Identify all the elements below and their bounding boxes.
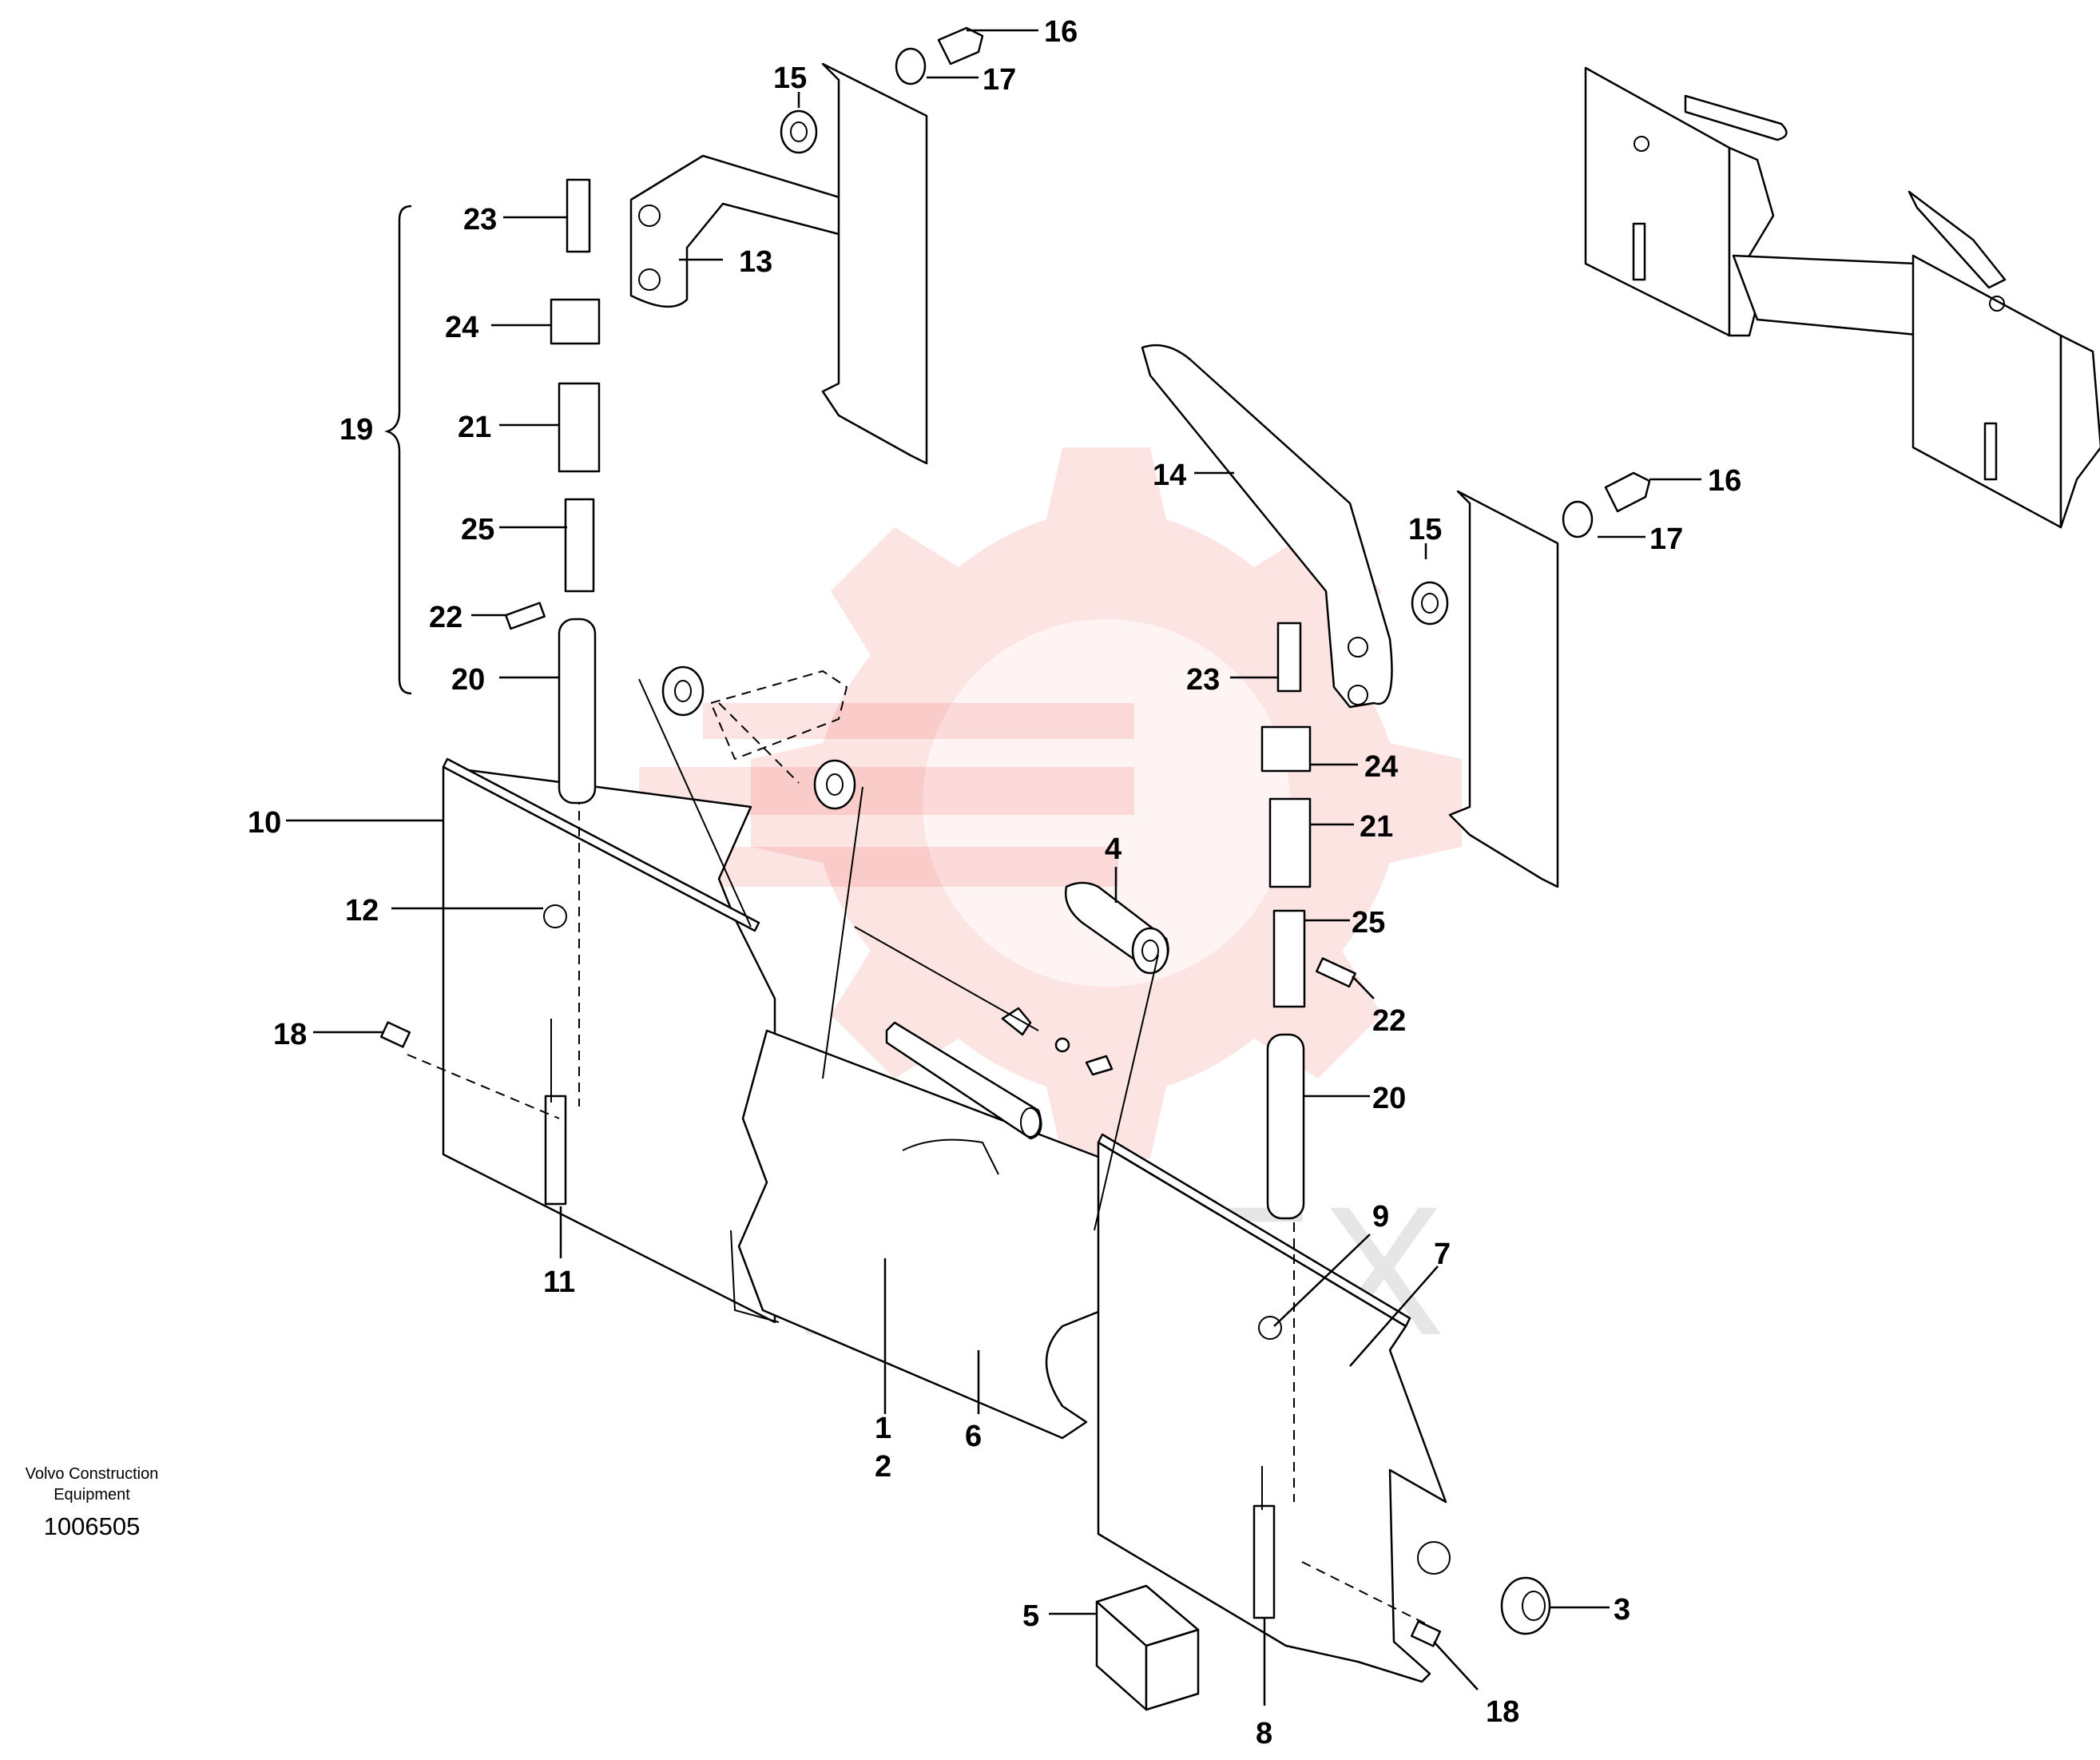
bolt-16-upper [895,26,984,85]
left-side-plate [442,757,776,1324]
callout-22b: 22 [1372,1004,1406,1038]
callout-20: 20 [451,663,485,697]
callout-12: 12 [345,894,379,928]
callout-14: 14 [1153,459,1186,492]
callout-13: 13 [739,245,772,279]
callout-11: 11 [543,1265,575,1299]
callout-23: 23 [463,203,497,236]
grease-nipple-left [379,1021,411,1048]
cross-beam [730,1029,1104,1440]
callout-15b: 15 [1408,513,1442,546]
bolt-16-right [1562,471,1651,538]
callout-23b: 23 [1186,663,1220,697]
fastener-stack-right [1260,622,1356,1220]
callout-24b: 24 [1364,750,1398,784]
callout-18b: 18 [1486,1695,1519,1729]
block-5 [1095,1584,1200,1711]
callout-22: 22 [429,601,462,634]
callout-labels: 1 2 3 4 5 6 7 8 9 10 11 12 13 14 15 16 1… [248,15,1741,1750]
callout-21b: 21 [1360,810,1393,844]
brand-line-2: Equipment [54,1486,130,1504]
brand-caption: Volvo Construction Equipment [0,1464,184,1505]
pin-assembly [885,1007,1114,1140]
assembly-lines [407,678,1431,1627]
right-side-plate [1097,1133,1451,1683]
callout-17: 17 [983,63,1016,97]
callout-16: 16 [1044,15,1078,49]
callout-16b: 16 [1708,464,1741,498]
leader-lines [286,29,1701,1706]
callout-8: 8 [1256,1717,1272,1750]
callout-9: 9 [1372,1200,1389,1234]
callout-6: 6 [965,1420,982,1453]
washers-pair [661,665,856,810]
grease-nipple-right [1410,1620,1442,1647]
callout-3: 3 [1614,1593,1630,1627]
callout-25b: 25 [1352,906,1385,940]
fastener-stack-left [504,178,601,805]
collar-3 [1500,1576,1551,1635]
callout-17b: 17 [1649,522,1683,556]
callout-19: 19 [339,413,373,447]
callout-4: 4 [1105,832,1121,866]
callout-21: 21 [458,411,491,444]
callout-25: 25 [461,513,494,546]
drawing-number: 1006505 [43,1512,141,1540]
left-bracket-plate [821,62,928,465]
callout-1: 1 [875,1412,891,1445]
callout-5: 5 [1022,1599,1039,1633]
assembled-view [1584,66,2100,529]
callout-10: 10 [248,806,281,840]
right-bracket-plate [1448,490,1559,888]
callout-20b: 20 [1372,1082,1406,1115]
brand-line-1: Volvo Construction [25,1465,159,1483]
callout-7: 7 [1434,1238,1451,1271]
callout-18: 18 [273,1018,307,1051]
spring-15-right [1411,581,1449,626]
callout-15: 15 [773,62,807,95]
lever-14 [1141,344,1393,709]
group-19-bracket [384,205,412,695]
callout-2: 2 [875,1450,891,1484]
bushing-4 [1064,881,1169,975]
callout-24: 24 [445,311,478,344]
spring-15-left [780,109,818,154]
